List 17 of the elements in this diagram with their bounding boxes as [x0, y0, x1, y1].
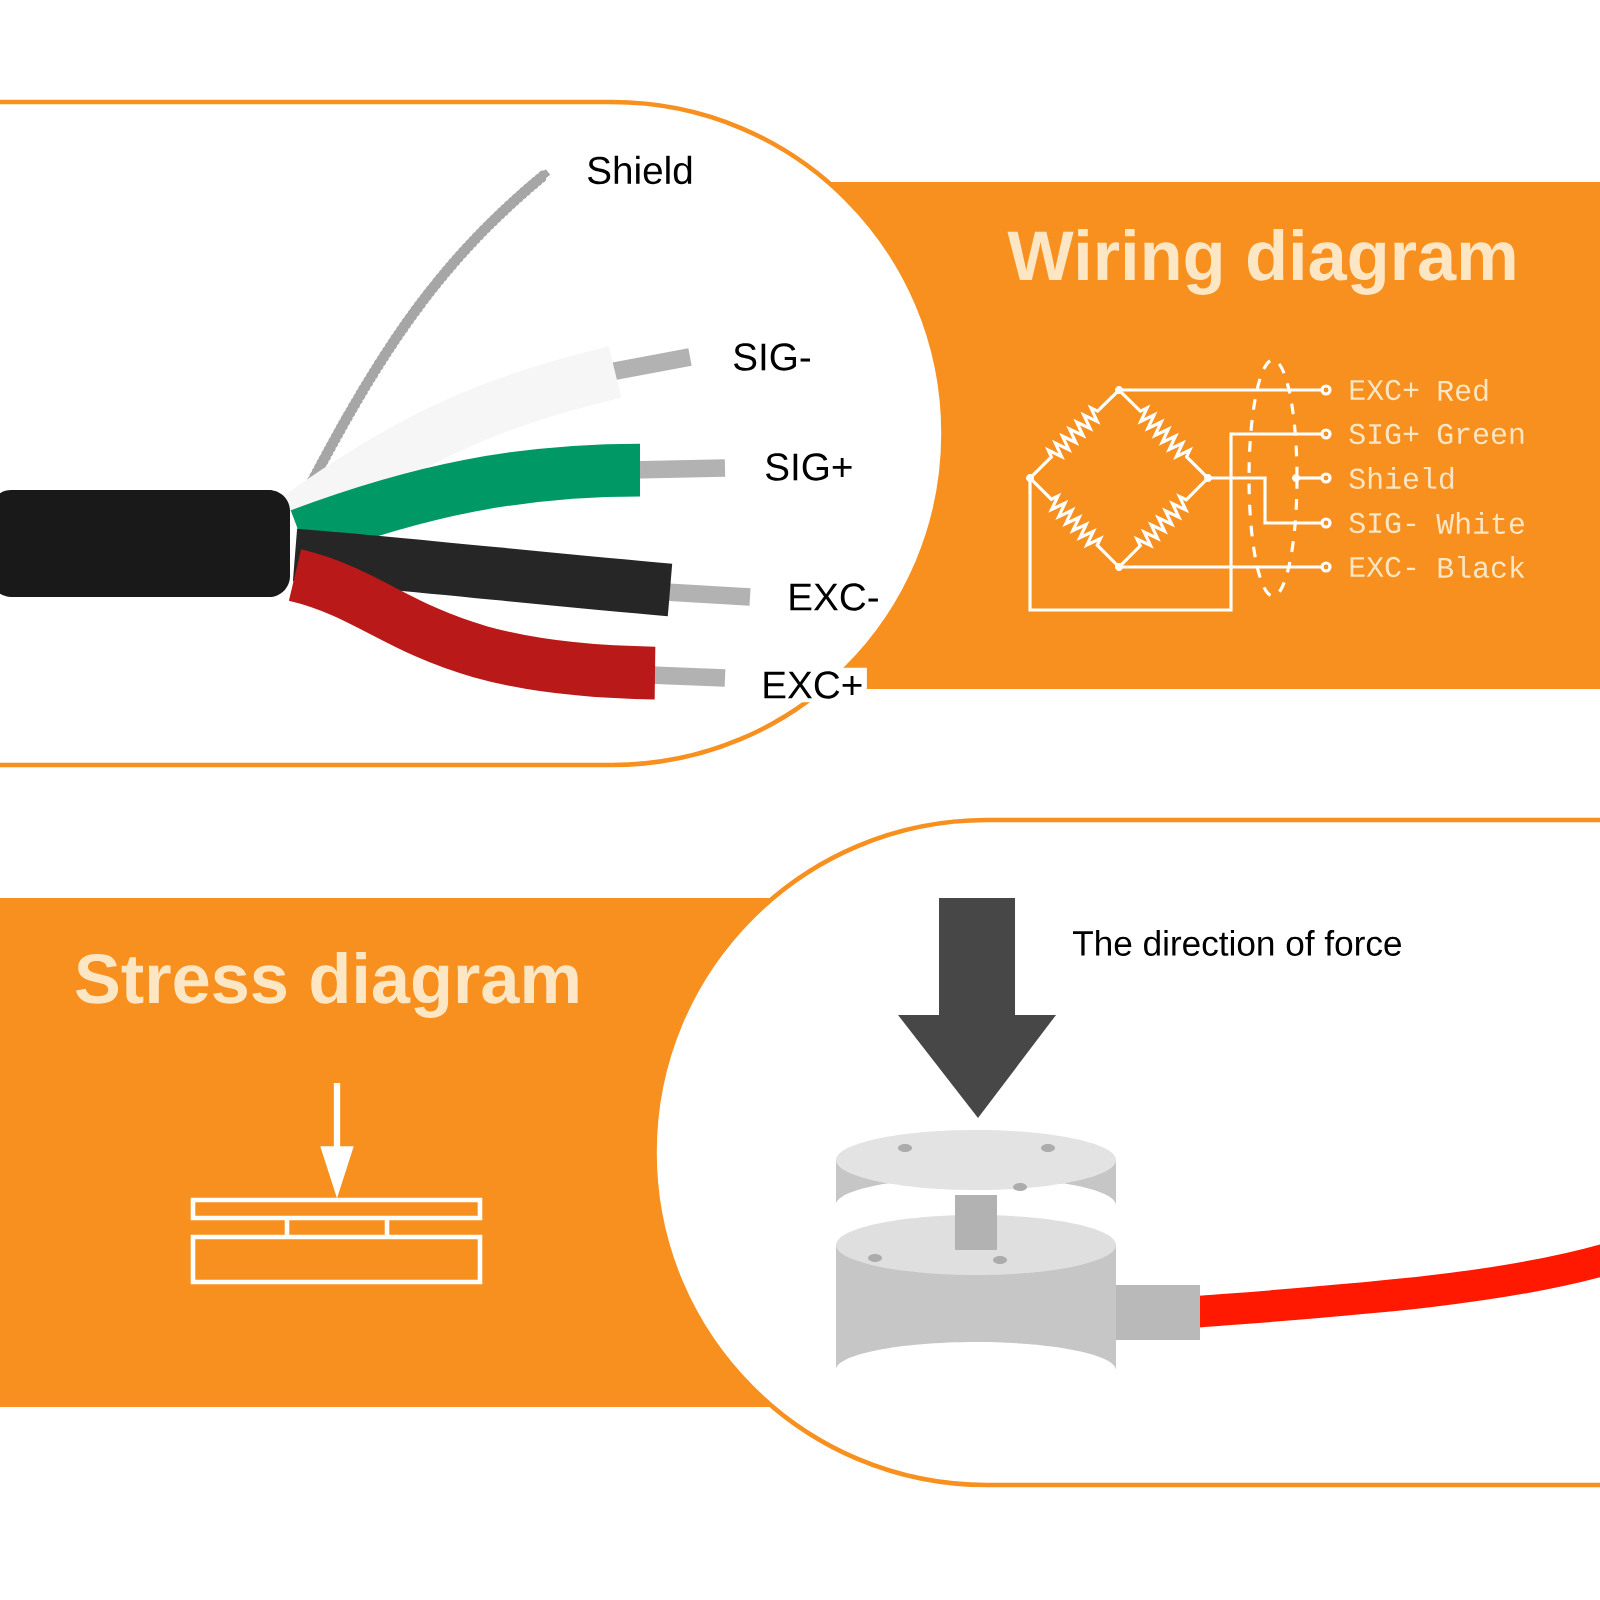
heading: Wiring diagram	[1007, 229, 1515, 295]
terminal-label: EXC-	[1350, 556, 1416, 578]
wire-colour-label: Green	[1437, 423, 1524, 445]
wire-label: EXC-	[783, 579, 884, 615]
terminal-label: SIG+	[1349, 423, 1419, 445]
terminal-label: SIG-	[1349, 512, 1416, 534]
wire-label: Shield	[582, 152, 698, 188]
wire-colour-label: Red	[1438, 378, 1488, 402]
wire-colour-label: White	[1436, 512, 1524, 534]
heading: Stress diagram	[75, 952, 578, 1018]
terminal-label: Shield	[1349, 466, 1454, 490]
wire-colour-label: Black	[1438, 556, 1525, 578]
wire-label: SIG+	[760, 449, 857, 485]
wire-label: EXC+	[757, 667, 867, 703]
force-label: The direction of force	[1073, 930, 1401, 956]
wire-label: SIG-	[728, 339, 816, 375]
terminal-label: EXC+	[1350, 379, 1419, 401]
